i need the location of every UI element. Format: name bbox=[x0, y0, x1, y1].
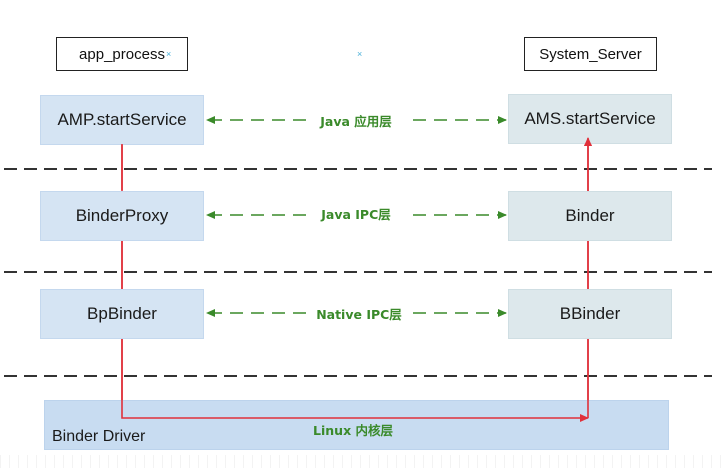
bbinder-box: BBinder bbox=[508, 289, 672, 339]
binder-proxy-box: BinderProxy bbox=[40, 191, 204, 241]
app-process-label: app_process bbox=[56, 37, 188, 71]
ams-start-service-box: AMS.startService bbox=[508, 94, 672, 144]
cursor-mark-icon: × bbox=[357, 49, 363, 59]
bp-binder-box: BpBinder bbox=[40, 289, 204, 339]
binder-box: Binder bbox=[508, 191, 672, 241]
binder-driver-label: Binder Driver bbox=[52, 428, 146, 445]
linux-kernel-layer-label: Linux 内核层 bbox=[313, 423, 393, 438]
system-server-label: System_Server bbox=[524, 37, 657, 71]
java-ipc-layer-label: Java IPC层 bbox=[321, 207, 391, 222]
bottom-strip bbox=[0, 455, 727, 468]
java-app-layer-label: Java 应用层 bbox=[320, 114, 392, 129]
call-path-bottom bbox=[121, 400, 589, 422]
cursor-mark-icon: × bbox=[166, 49, 172, 59]
native-ipc-layer-label: Native IPC层 bbox=[316, 307, 402, 322]
binder-driver-box bbox=[44, 400, 669, 450]
